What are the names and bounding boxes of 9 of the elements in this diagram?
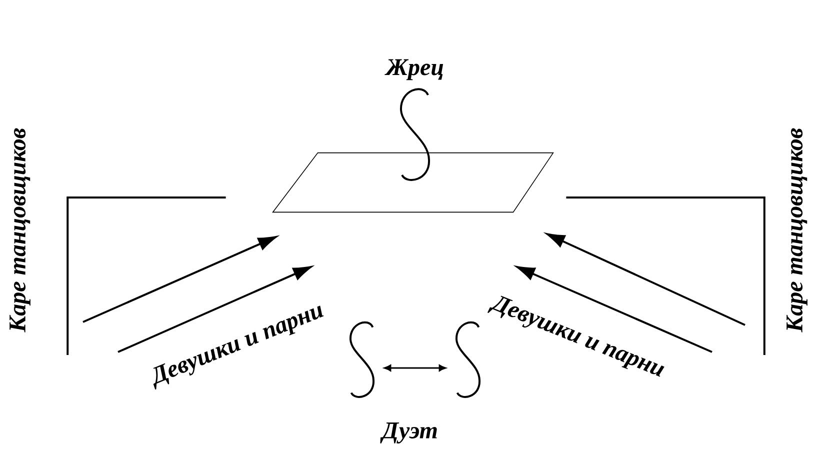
vertical-label: Каре танцовщиков bbox=[10, 128, 30, 332]
s-curve bbox=[350, 321, 374, 398]
arrow bbox=[384, 364, 446, 372]
figure-label: Жрец bbox=[384, 59, 444, 80]
s-curve bbox=[400, 88, 430, 181]
altar-parallelogram bbox=[272, 152, 554, 213]
vertical-label: Каре танцовщиков bbox=[786, 128, 808, 332]
s-curve bbox=[456, 321, 480, 398]
group-label: Дуэт bbox=[380, 422, 437, 444]
